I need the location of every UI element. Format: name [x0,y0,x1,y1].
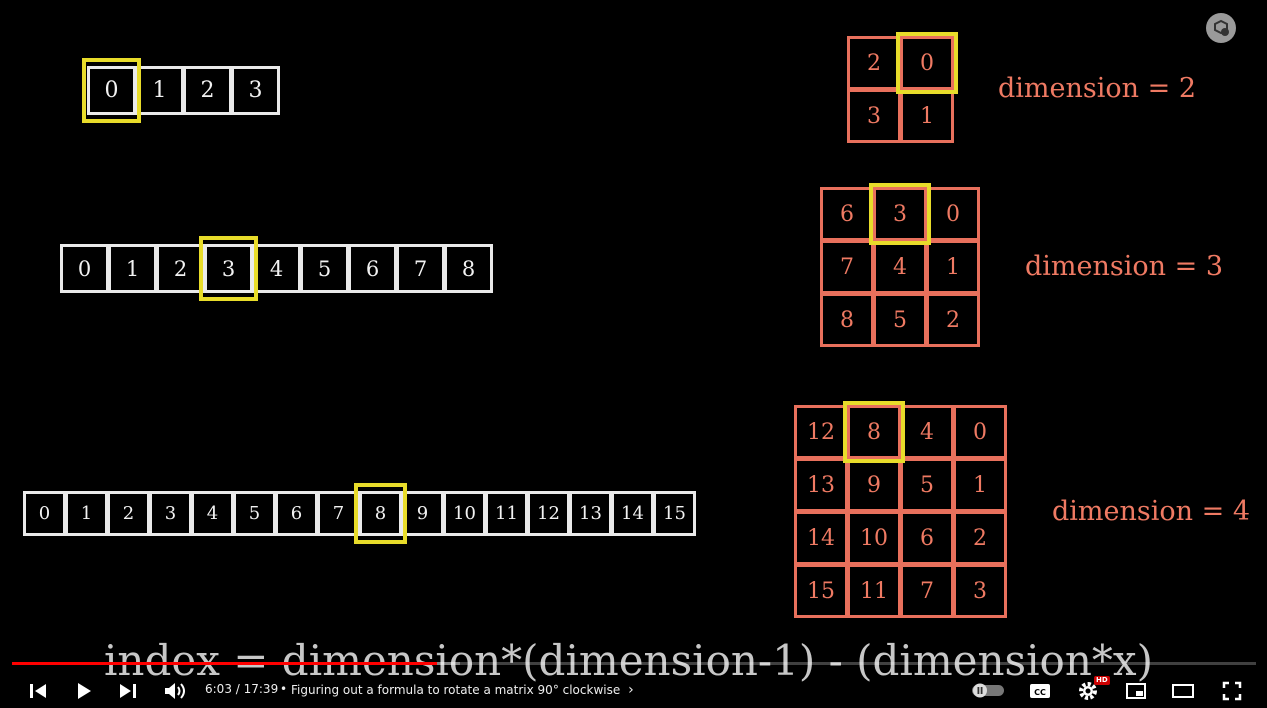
array-cell: 4 [191,491,234,536]
matrix-cell: 8 [820,293,874,347]
matrix-cell: 0 [926,187,980,241]
previous-icon[interactable] [26,680,50,702]
array-cell: 7 [317,491,360,536]
array-cell: 6 [275,491,318,536]
array-cell: 2 [183,66,232,115]
matrix-cell: 14 [794,511,848,565]
matrix-cell: 2 [926,293,980,347]
matrix-cell: 4 [873,240,927,294]
array-cell: 0 [87,66,136,115]
progress-bar[interactable] [12,662,1256,665]
matrix-cell: 1 [953,458,1007,512]
matrix-cell: 5 [900,458,954,512]
settings-icon[interactable] [1076,679,1100,703]
captions-icon[interactable]: CC [1028,680,1052,702]
volume-icon[interactable] [162,680,188,702]
chevron-right-icon: › [628,682,634,698]
array-cell: 11 [485,491,528,536]
next-icon[interactable] [116,680,140,702]
matrix-cell: 15 [794,564,848,618]
matrix-cell: 5 [873,293,927,347]
array-cell: 8 [359,491,402,536]
array-cell: 0 [60,244,109,293]
dimension-label: dimension = 2 [998,73,1196,104]
array-cell: 2 [156,244,205,293]
array-cell: 2 [107,491,150,536]
array-cell: 3 [204,244,253,293]
matrix-cell: 9 [847,458,901,512]
matrix-cell: 10 [847,511,901,565]
matrix-cell: 1 [900,89,954,143]
array-cell: 3 [231,66,280,115]
array-cell: 1 [65,491,108,536]
array-cell: 14 [611,491,654,536]
array-cell: 5 [300,244,349,293]
array-cell: 1 [108,244,157,293]
channel-watermark-icon[interactable] [1205,12,1237,44]
matrix-cell: 3 [953,564,1007,618]
array-cell: 10 [443,491,486,536]
svg-text:CC: CC [1034,688,1046,697]
matrix-cell: 2 [953,511,1007,565]
miniplayer-icon[interactable] [1124,680,1148,702]
matrix-cell: 2 [847,36,901,90]
matrix-cell: 0 [953,405,1007,459]
hd-badge: HD [1094,676,1110,685]
chapter-title-button[interactable]: Figuring out a formula to rotate a matri… [291,682,634,698]
player-controls: 6:03 / 17:39 • Figuring out a formula to… [0,672,1267,708]
matrix-cell: 12 [794,405,848,459]
matrix-cell: 6 [900,511,954,565]
dimension-label: dimension = 3 [1025,251,1223,282]
matrix-cell: 6 [820,187,874,241]
matrix-cell: 0 [900,36,954,90]
array-cell: 0 [23,491,66,536]
formula-text: index = dimension*(dimension-1) - (dimen… [104,636,1153,685]
array-cell: 6 [348,244,397,293]
matrix-cell: 4 [900,405,954,459]
array-cell: 1 [135,66,184,115]
progress-played [12,662,438,665]
fullscreen-icon[interactable] [1220,679,1244,703]
array-cell: 3 [149,491,192,536]
matrix-cell: 8 [847,405,901,459]
matrix-cell: 7 [900,564,954,618]
matrix-cell: 3 [873,187,927,241]
matrix-cell: 1 [926,240,980,294]
title-separator: • [280,682,288,696]
array-cell: 7 [396,244,445,293]
matrix-cell: 7 [820,240,874,294]
matrix-cell: 3 [847,89,901,143]
array-cell: 9 [401,491,444,536]
array-cell: 8 [444,244,493,293]
matrix-cell: 11 [847,564,901,618]
array-cell: 15 [653,491,696,536]
time-display: 6:03 / 17:39 [205,682,279,696]
play-icon[interactable] [72,680,96,702]
theater-icon[interactable] [1170,680,1196,702]
array-cell: 5 [233,491,276,536]
autoplay-toggle[interactable] [970,682,1006,698]
array-cell: 12 [527,491,570,536]
video-title: Figuring out a formula to rotate a matri… [291,683,621,697]
array-cell: 4 [252,244,301,293]
matrix-cell: 13 [794,458,848,512]
array-cell: 13 [569,491,612,536]
dimension-label: dimension = 4 [1052,496,1250,527]
